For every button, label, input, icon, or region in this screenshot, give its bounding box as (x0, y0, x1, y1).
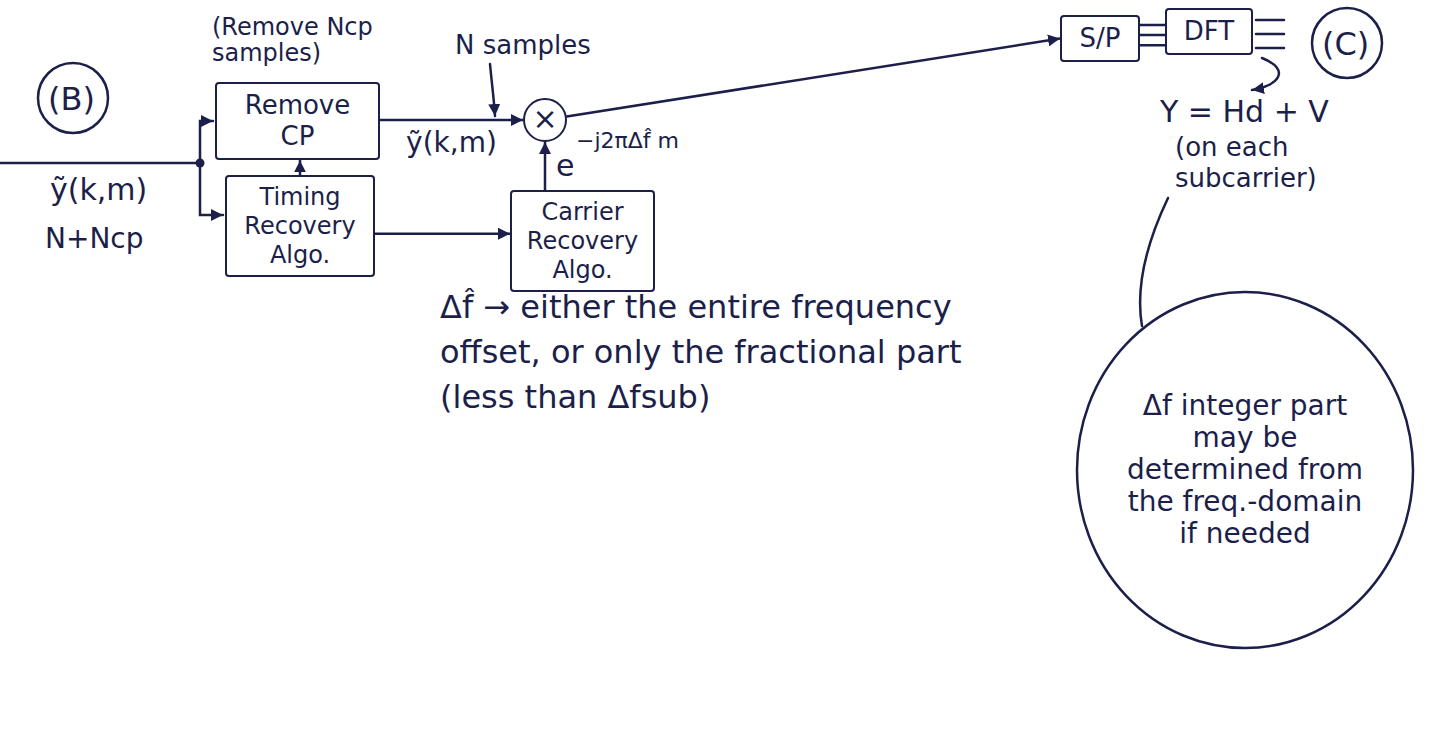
node-text: × (525, 100, 565, 138)
ellipse-outline (1077, 292, 1413, 648)
input-branch (200, 121, 213, 163)
formula: e (556, 148, 574, 184)
note: N samples (455, 30, 591, 61)
signal-name: ỹ(k,m) (406, 126, 497, 160)
signal-arrow (375, 232, 510, 235)
dft-outputs (1256, 20, 1284, 48)
input-line (0, 162, 200, 165)
note: (Remove Ncp samples) (212, 14, 412, 67)
process-box: Carrier Recovery Algo. (510, 190, 655, 292)
process-box: DFT (1165, 8, 1253, 55)
signal-arrow (380, 119, 523, 122)
process-box: Remove CP (215, 82, 380, 160)
label-circle (1312, 8, 1382, 78)
note: Δf̂ → either the entire frequency offset… (440, 285, 1000, 419)
signal-arrow (1140, 25, 1165, 45)
signal-arrow (567, 39, 1060, 117)
input-branch (200, 163, 223, 215)
node-text: S/P (1070, 23, 1130, 54)
multiplier-circle: × (523, 98, 567, 142)
junction-dot (196, 159, 205, 168)
process-box: S/P (1060, 15, 1140, 62)
node-text: DFT (1175, 16, 1243, 47)
node-text: Δf integer part may be determined from t… (1125, 390, 1365, 551)
leader-arrow (1252, 58, 1279, 90)
section-label: (C) (1322, 25, 1369, 63)
sample-count: N+Ncp (45, 222, 144, 256)
formula-exponent: −j2πΔf̂ m (576, 128, 679, 154)
node-text: Carrier Recovery Algo. (520, 198, 645, 284)
label-circle (38, 63, 108, 133)
equation: Y = Hd + V (1160, 94, 1329, 130)
node-text: Remove CP (225, 90, 370, 152)
leader-arrow (490, 64, 495, 116)
signal-name: ỹ(k,m) (50, 172, 147, 208)
signal-arrow (544, 142, 547, 190)
note: (on each subcarrier) (1175, 132, 1345, 194)
leader-line (1140, 198, 1168, 326)
signal-arrow (299, 160, 302, 175)
process-box: Timing Recovery Algo. (225, 175, 375, 277)
section-label: (B) (48, 80, 95, 118)
node-text: Timing Recovery Algo. (235, 183, 365, 269)
note-ellipse: Δf integer part may be determined from t… (1075, 290, 1415, 650)
